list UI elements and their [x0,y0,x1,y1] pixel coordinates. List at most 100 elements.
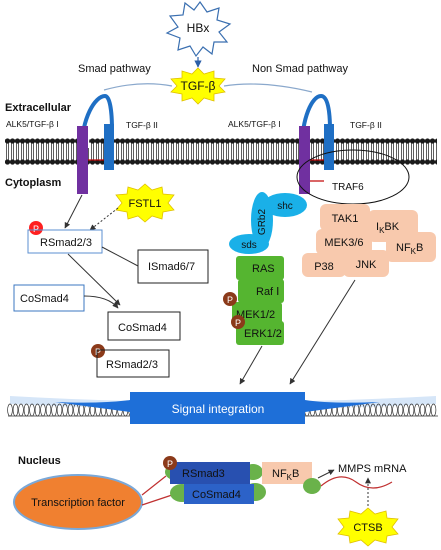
non-smad-pathway-label: Non Smad pathway [252,63,348,75]
right-tgfb2-receptor [324,124,334,170]
phospho-badge-rsmad-top [29,221,43,235]
nuclear-membrane-loop [45,403,52,417]
ismad67-label: ISmad6/7 [148,261,195,273]
ismad67-box [137,249,209,284]
alk5-left-label: ALK5/TGF-β I [6,119,59,129]
nfkb-nuclear-tail: B [292,468,299,480]
shc-label: shc [277,201,293,212]
fstl1-burst-shape [115,183,175,223]
left-tgfb2-receptor [104,124,114,170]
jnk-label: JNK [356,259,377,271]
nuclear-membrane-loop [29,403,35,417]
nfkb-nuclear-main: NF [272,468,287,480]
tgfb-label: TGF-β [181,79,216,93]
raf-block [238,279,284,303]
cosmad4-to-complex-arrow [83,295,119,309]
cosmad4-nuclear-block [184,484,254,504]
ikbk-main: I [376,221,379,233]
hbx-label: HBx [187,21,210,35]
p38-block [302,253,346,277]
erk-block [236,321,284,345]
cosmad4-box-label: CoSmad4 [20,293,69,305]
tgfb-node: TGF-β [170,67,226,105]
right-receptor-arch-outer [300,93,332,149]
nuclear-membrane-loop [414,403,420,417]
rsmad23-bottom-box [96,349,170,378]
nuclear-complex: RSmad3 P NFKB CoSmad4 [163,456,321,504]
left-receptor-complex [77,93,114,194]
cosmad4-box [13,284,85,312]
extracellular-label: Extracellular [5,102,72,114]
phospho-badge-mek [223,292,237,306]
nuclear-membrane-loop [7,403,13,417]
nucleus-label: Nucleus [18,455,61,467]
jnk-block [343,250,389,277]
traf6-label: TRAF6 [332,182,364,193]
nuclear-membrane-loop [419,403,426,417]
cosmad4-nuclear-label: CoSmad4 [192,489,241,501]
complex-green-right [303,478,321,494]
hbx-node: HBx [165,0,232,58]
nuclear-membrane-loop [430,403,437,417]
complex-dna-line [320,476,393,489]
nfkb-tail: B [416,242,423,254]
nuclear-membrane-loop [34,403,41,417]
tf-dna-link [141,475,167,496]
phospho-label-mek: P [227,295,233,305]
rsmad3-label: RSmad3 [182,468,225,480]
fstl1-label: FSTL1 [128,198,161,210]
hbx-star-shape [165,0,232,58]
tak1-cluster: TAK1 IKBK MEK3/6 NFKB P38 JNK [302,204,436,277]
nuclear-membrane-loop [392,403,398,417]
mek-label: MEK1/2 [236,309,275,321]
phospho-label-rsmad-top: P [33,224,39,234]
rsmad3-block [170,462,250,484]
phospho-label-rsmad-bottom: P [95,347,101,357]
nfkb-nuclear-block [262,462,312,484]
nuclear-membrane-loop [18,403,24,417]
tgfb2-right-label: TGF-β II [350,120,382,130]
nuclear-membrane-loop [397,403,404,417]
nfkb-nuclear-label: NFKB [272,468,299,482]
phospho-badge-rsmad-bottom [91,344,105,358]
ikbk-label: IKBK [376,221,400,235]
signal-integration-label: Signal integration [172,402,265,416]
right-alk5-receptor [299,126,310,194]
tak1-to-signal-arrow [289,279,356,385]
mmps-mrna-label: MMPS mRNA [338,463,407,475]
ctsb-burst-shape [337,507,399,547]
nfkb-main: NF [396,242,411,254]
rsmad23-bottom-label: RSmad2/3 [106,359,158,371]
rsmad23-top-box [27,229,103,254]
alk5-right-label: ALK5/TGF-β I [228,119,281,129]
ismad-inhibition-line [101,246,139,267]
tgfb2-left-label: TGF-β II [126,120,158,130]
left-receptor-arch-inner [87,102,109,149]
fstl1-to-rsmad-dotted-arrow [89,207,119,231]
right-receptor-complex [299,93,334,194]
ctsb-node: CTSB [337,507,399,547]
mek36-label: MEK3/6 [324,237,363,249]
transcription-factor-label-line: Transcription factor [31,497,125,509]
rsmad-to-cosmad-arrow [67,253,121,306]
phospho-rsmad-bottom: P [91,344,105,358]
ctsb-label: CTSB [353,522,382,534]
rsmad23-top-label: RSmad2/3 [40,237,92,249]
ikbk-tail: BK [384,221,399,233]
transcription-factor-ellipse [13,474,143,530]
nfkb-sub: K [411,247,417,256]
tf-dna-link-2 [141,494,173,506]
receptor-to-rsmad-arrow [64,194,83,229]
nuclear-membrane-loop [12,403,19,417]
raf-label: Raf Ⅰ [256,286,279,298]
transcription-factor-node: Transcription factor [13,474,143,530]
left-alk5-receptor [77,126,88,194]
tak1-label: TAK1 [332,213,359,225]
phospho-label-rsmad3: P [167,459,173,469]
ras-label: RAS [252,263,275,275]
complex-to-mrna-arrow [317,469,335,479]
ikbk-sub: K [379,226,385,235]
erk-to-signal-arrow [239,345,263,385]
smad-pathway-label: Smad pathway [78,63,151,75]
